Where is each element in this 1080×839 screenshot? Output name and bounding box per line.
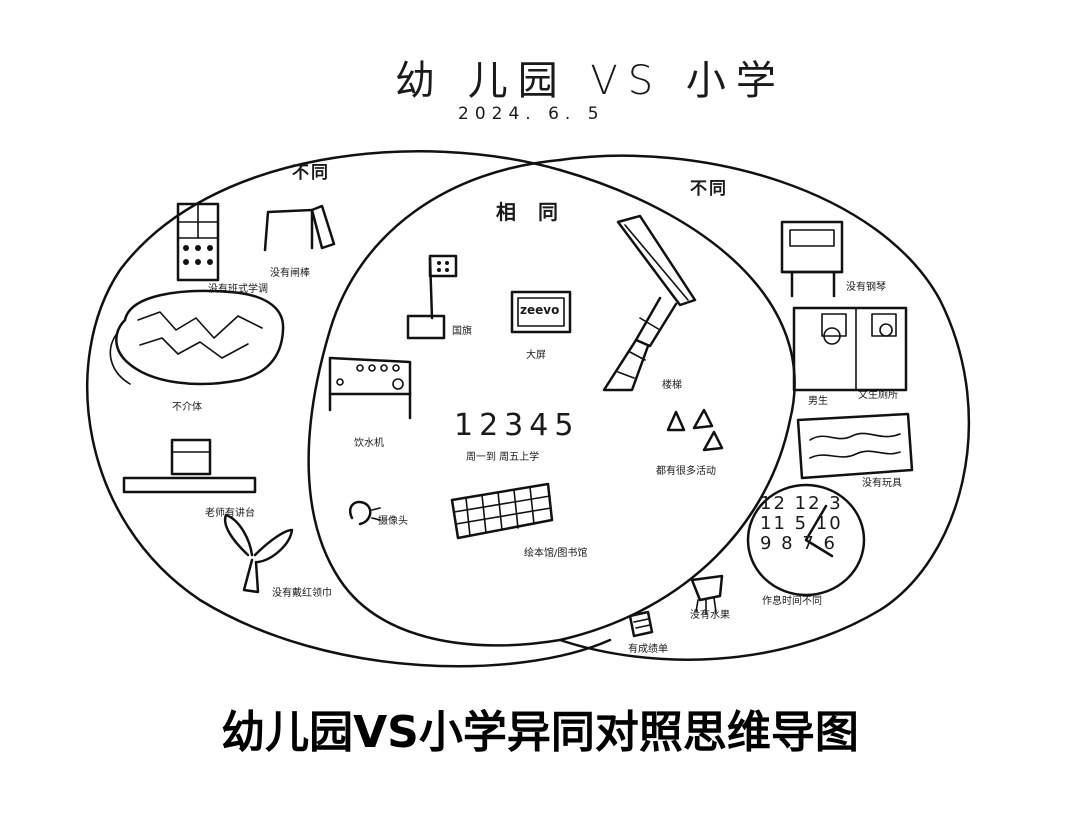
label-no-piano: 没有钢琴 xyxy=(846,282,886,293)
middle-region-label: 相同 xyxy=(496,200,580,224)
playground-icon xyxy=(109,289,285,386)
library-icon xyxy=(450,482,554,540)
label-playground: 不介体 xyxy=(172,402,202,413)
label-camera: 摄像头 xyxy=(378,516,408,527)
left-region-label: 不同 xyxy=(292,163,330,183)
label-no-snack: 没有水果 xyxy=(690,610,730,621)
toys-icon xyxy=(796,412,914,480)
label-computer-desk: 饮水机 xyxy=(354,438,384,449)
label-screen: 大屏 xyxy=(526,350,546,361)
label-no-door: 没有闸棒 xyxy=(270,268,310,279)
teacher-table-icon xyxy=(122,438,257,494)
screen-brand-text: zeevo xyxy=(520,303,560,317)
label-class-tables: 没有班式学调 xyxy=(208,284,268,295)
label-red-scarf: 没有戴红领巾 xyxy=(272,588,332,599)
label-toilet: 文生厕所 xyxy=(858,390,898,401)
report-card-icon xyxy=(628,610,654,638)
screen-icon xyxy=(510,290,572,334)
drawing-title: 幼 儿园 VS 小学 xyxy=(395,58,786,104)
flag-icon xyxy=(406,254,458,340)
activities-icon xyxy=(666,408,724,452)
label-schedule: 作息时间不同 xyxy=(762,596,822,607)
label-activities: 都有很多活动 xyxy=(656,466,716,477)
caption-title: 幼儿园VS小学异同对照思维导图 xyxy=(221,707,859,758)
label-library: 绘本馆/图书馆 xyxy=(524,548,588,559)
left-circle xyxy=(86,150,612,668)
right-circle xyxy=(558,154,971,661)
drawing-date: 2024. 6. 5 xyxy=(458,104,605,124)
label-teacher-table: 老师有讲台 xyxy=(205,508,255,519)
toilet-icon xyxy=(792,306,908,392)
class-tables-icon xyxy=(176,202,220,282)
clock-icon xyxy=(746,483,866,597)
computer-desk-icon xyxy=(328,356,412,420)
label-flag: 国旗 xyxy=(452,326,472,337)
label-report-card: 有成绩单 xyxy=(628,644,668,655)
right-region-label: 不同 xyxy=(690,179,728,199)
piano-icon xyxy=(780,220,844,298)
label-weekdays: 周一到 周五上学 xyxy=(466,452,540,463)
weekdays-numbers: 12345 xyxy=(454,408,580,443)
label-toilet-male: 男生 xyxy=(808,396,828,407)
snack-icon xyxy=(690,574,724,615)
label-stairs: 楼梯 xyxy=(662,380,682,391)
red-scarf-icon xyxy=(223,513,294,594)
camera-icon xyxy=(349,500,381,526)
clock-numbers: 12 12 3 11 5 10 9 8 7 6 xyxy=(760,493,843,554)
stairs-icon xyxy=(602,214,697,392)
no-door-icon xyxy=(263,204,336,252)
label-no-toys: 没有玩具 xyxy=(862,478,902,489)
left-circle-right-arc xyxy=(307,158,796,647)
